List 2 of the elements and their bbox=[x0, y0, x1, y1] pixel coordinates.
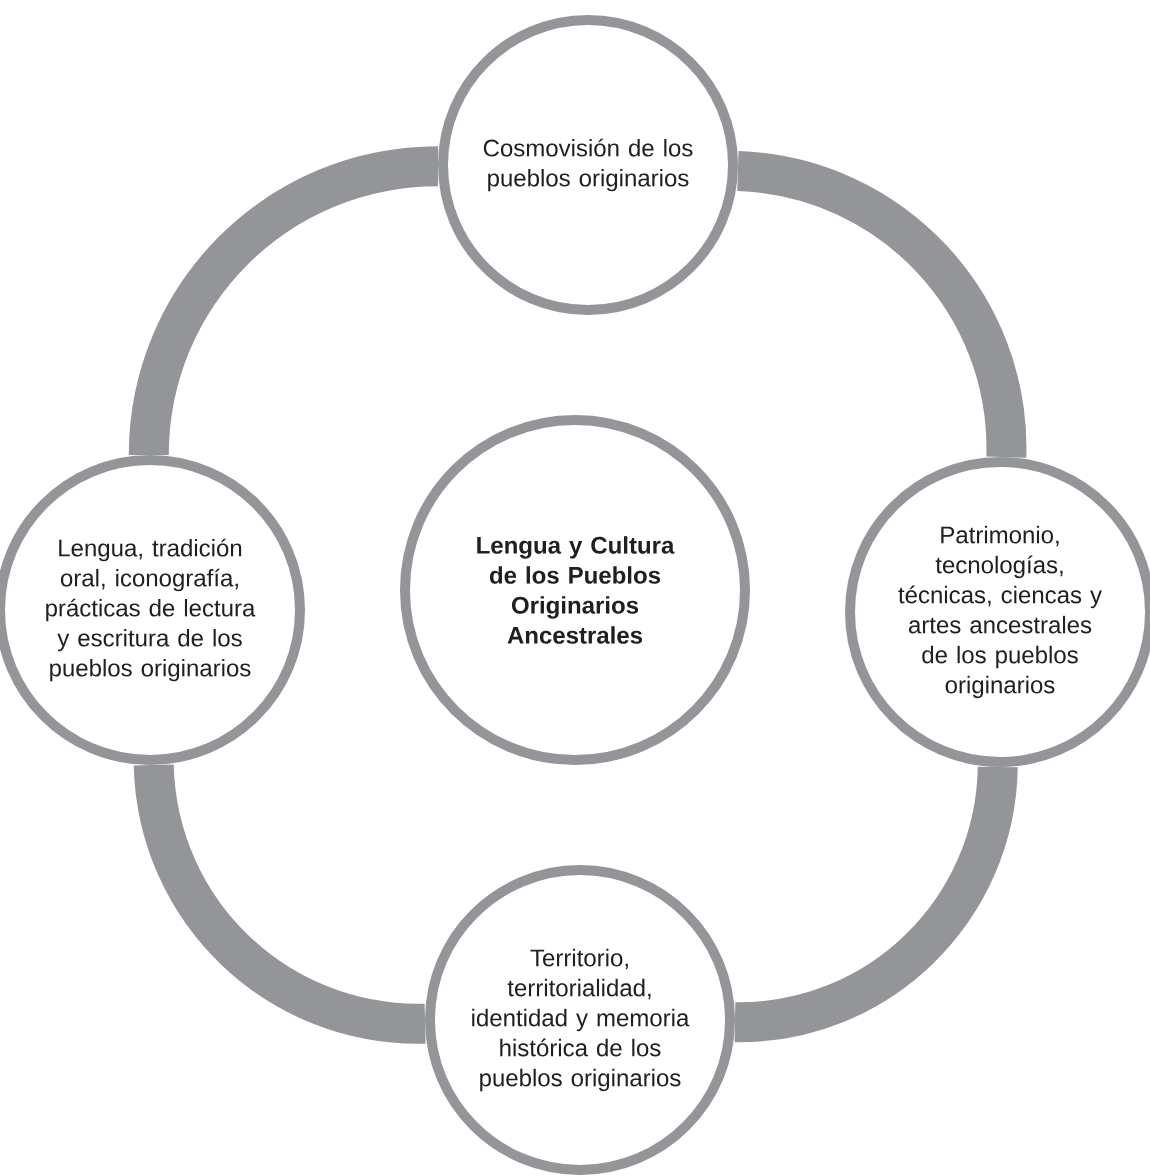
ring-arc bbox=[735, 151, 1027, 458]
ring-arc bbox=[128, 146, 440, 457]
